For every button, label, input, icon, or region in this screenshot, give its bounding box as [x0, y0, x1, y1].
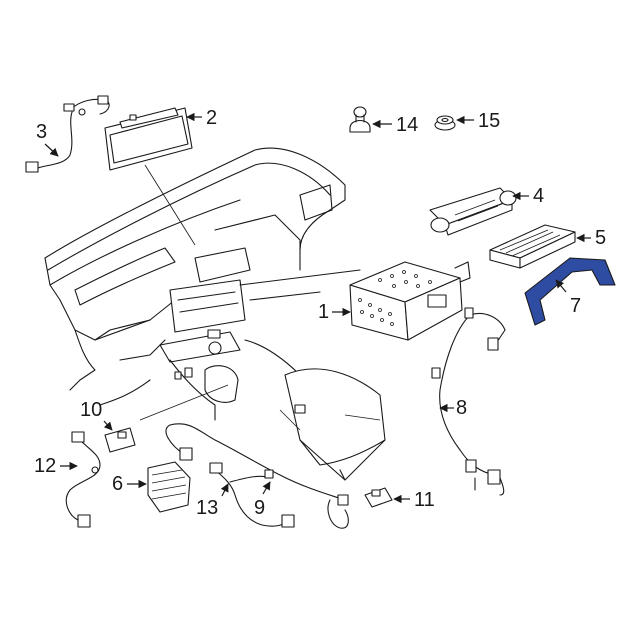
callout-label: 14	[396, 114, 418, 136]
callout-label: 5	[595, 227, 606, 249]
part-15-grommet	[434, 115, 456, 131]
callout-7: 7	[555, 279, 581, 317]
callout-2: 2	[186, 107, 217, 129]
part-14-clip	[349, 106, 371, 133]
part-7-bracket	[524, 257, 616, 326]
dashboard-assembly	[44, 147, 386, 481]
callout-label: 13	[196, 497, 218, 519]
callout-label: 12	[34, 455, 56, 477]
callout-label: 1	[318, 301, 329, 323]
part-8-cable	[431, 307, 506, 496]
part-9-harness	[165, 423, 349, 529]
callout-label: 15	[478, 110, 500, 132]
callout-1: 1	[318, 301, 351, 323]
callout-label: 8	[456, 397, 467, 419]
callout-label: 11	[414, 489, 435, 511]
callout-11: 11	[393, 489, 435, 511]
callout-label: 4	[533, 185, 544, 207]
part-3-harness	[25, 95, 110, 173]
callout-5: 5	[576, 227, 606, 249]
callout-8: 8	[439, 397, 467, 419]
callout-9: 9	[254, 481, 271, 519]
callout-15: 15	[456, 110, 500, 132]
part-10-module	[104, 427, 136, 453]
callout-label: 9	[254, 497, 265, 519]
callout-4: 4	[512, 185, 544, 207]
callout-label: 6	[112, 473, 123, 495]
callout-10: 10	[80, 399, 113, 431]
callout-13: 13	[196, 483, 229, 519]
callout-12: 12	[34, 455, 78, 477]
callout-label: 7	[570, 295, 581, 317]
part-4-control-panel	[429, 187, 517, 236]
part-12-harness	[65, 431, 101, 528]
part-5-module	[489, 224, 576, 269]
callout-3: 3	[36, 121, 59, 157]
callout-label: 2	[206, 107, 217, 129]
callout-6: 6	[112, 473, 147, 495]
callout-label: 3	[36, 121, 47, 143]
part-11-switch	[364, 487, 393, 508]
part-6-module	[147, 461, 191, 513]
callout-label: 10	[80, 399, 102, 421]
part-1-receiver	[349, 261, 471, 341]
part-2-display	[104, 107, 193, 171]
callout-14: 14	[372, 114, 418, 136]
